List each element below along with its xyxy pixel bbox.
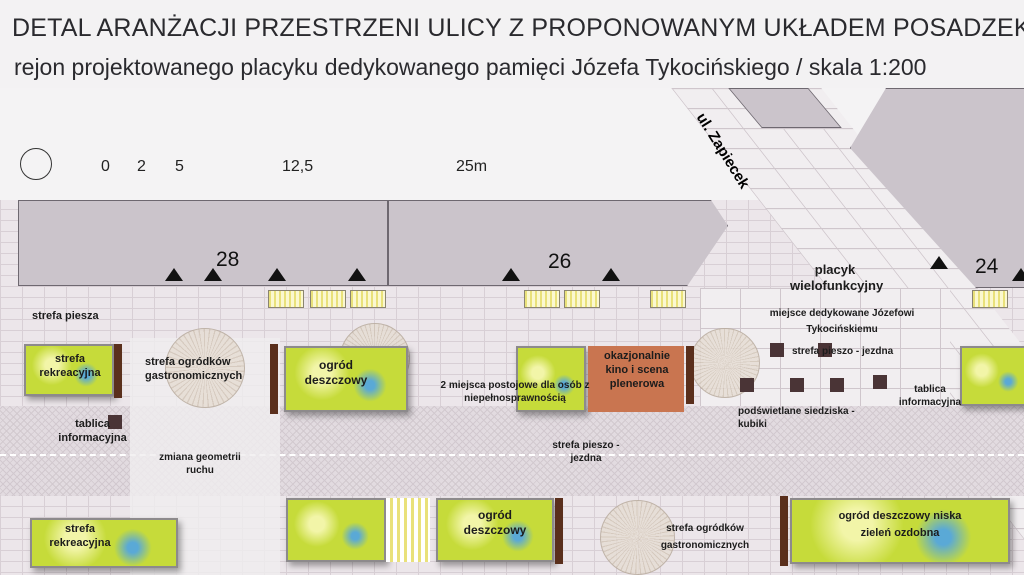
label-info-board-left: tablica informacyjna bbox=[58, 418, 127, 444]
building-number-26: 26 bbox=[548, 250, 572, 273]
entrance-icon bbox=[930, 256, 948, 269]
entrance-icon bbox=[204, 268, 222, 281]
building-28 bbox=[18, 200, 388, 286]
post bbox=[270, 344, 278, 414]
label-traffic-change: zmiana geometrii ruchu bbox=[159, 452, 241, 476]
label-rain-garden-bottom: ogród deszczowy bbox=[463, 508, 527, 537]
entrance-icon bbox=[165, 268, 183, 281]
post bbox=[686, 346, 694, 404]
rain-garden-bottom bbox=[436, 498, 554, 562]
site-plan: ul. Zapiecek 28 26 24 0 2 5 12,5 25m bbox=[0, 88, 1024, 575]
board-subtitle: rejon projektowanego placyku dedykowaneg… bbox=[14, 54, 927, 80]
bench bbox=[524, 290, 560, 308]
garden-recreation-bottom bbox=[30, 518, 178, 568]
crossing-stripes bbox=[386, 498, 430, 562]
label-rain-garden-top: ogród deszczowy bbox=[304, 358, 368, 387]
label-lit-seats: podświetlane siedziska - kubiki bbox=[738, 406, 855, 430]
scale-tick: 2 bbox=[137, 158, 146, 175]
stage-area bbox=[588, 346, 684, 412]
garden-recreation-top bbox=[24, 344, 114, 396]
tree-icon bbox=[165, 328, 245, 408]
bench bbox=[972, 290, 1008, 308]
post bbox=[114, 344, 122, 398]
scale-tick: 0 bbox=[101, 158, 110, 175]
seat-cube bbox=[830, 378, 844, 392]
scale-tick: 12,5 bbox=[282, 158, 314, 175]
seat-cube bbox=[770, 343, 784, 357]
rain-garden-ornamental bbox=[790, 498, 1010, 564]
post bbox=[780, 496, 788, 566]
label-shared-zone-road: strefa pieszo - jezdna bbox=[552, 440, 620, 464]
label-ornamental-garden: ogród deszczowy niska zieleń ozdobna bbox=[838, 510, 962, 539]
entrance-icon bbox=[602, 268, 620, 281]
bench bbox=[310, 290, 346, 308]
info-board-icon bbox=[108, 415, 122, 429]
rain-garden-bottom-left bbox=[286, 498, 386, 562]
north-arrow-icon bbox=[20, 148, 52, 180]
label-recreation-top: strefa rekreacyjna bbox=[39, 353, 101, 379]
label-dedicated: miejsce dedykowane Józefowi Tykocińskiem… bbox=[769, 308, 915, 335]
label-cinema-stage: okazjonalnie kino i scena plenerowa bbox=[603, 350, 671, 390]
scale-tick: 5 bbox=[175, 158, 184, 175]
info-board-icon bbox=[873, 375, 887, 389]
rain-garden-top bbox=[284, 346, 408, 412]
label-info-board-right: tablica informacyjna bbox=[898, 384, 962, 408]
label-pedestrian-zone: strefa piesza bbox=[32, 310, 99, 322]
label-food-gardens-bottom: strefa ogródków gastronomicznych bbox=[660, 523, 750, 551]
bench bbox=[268, 290, 304, 308]
garden-square bbox=[516, 346, 586, 412]
label-recreation-bottom: strefa rekreacyjna bbox=[49, 523, 111, 549]
label-disabled-parking: 2 miejsca postojowe dla osób z niepełnos… bbox=[440, 380, 590, 404]
entrance-icon bbox=[268, 268, 286, 281]
board-title: DETAL ARANŻACJI PRZESTRZENI ULICY Z PROP… bbox=[12, 14, 1024, 42]
post bbox=[555, 498, 563, 564]
seat-cube bbox=[818, 343, 832, 357]
garden-right bbox=[960, 346, 1024, 406]
label-food-gardens: strefa ogródków gastronomicznych bbox=[145, 356, 243, 382]
centerline bbox=[0, 454, 1024, 456]
building-number-28: 28 bbox=[216, 248, 240, 271]
bench bbox=[350, 290, 386, 308]
label-plaza: placyk wielofunkcyjny bbox=[790, 262, 884, 294]
scale-tick: 25m bbox=[456, 158, 488, 175]
entrance-icon bbox=[348, 268, 366, 281]
label-shared-zone-plaza: strefa pieszo - jezdna bbox=[792, 346, 894, 357]
bench bbox=[650, 290, 686, 308]
seat-cube bbox=[790, 378, 804, 392]
entrance-icon bbox=[1012, 268, 1024, 281]
seat-cube bbox=[740, 378, 754, 392]
entrance-icon bbox=[502, 268, 520, 281]
bench bbox=[564, 290, 600, 308]
building-number-24: 24 bbox=[975, 255, 999, 278]
